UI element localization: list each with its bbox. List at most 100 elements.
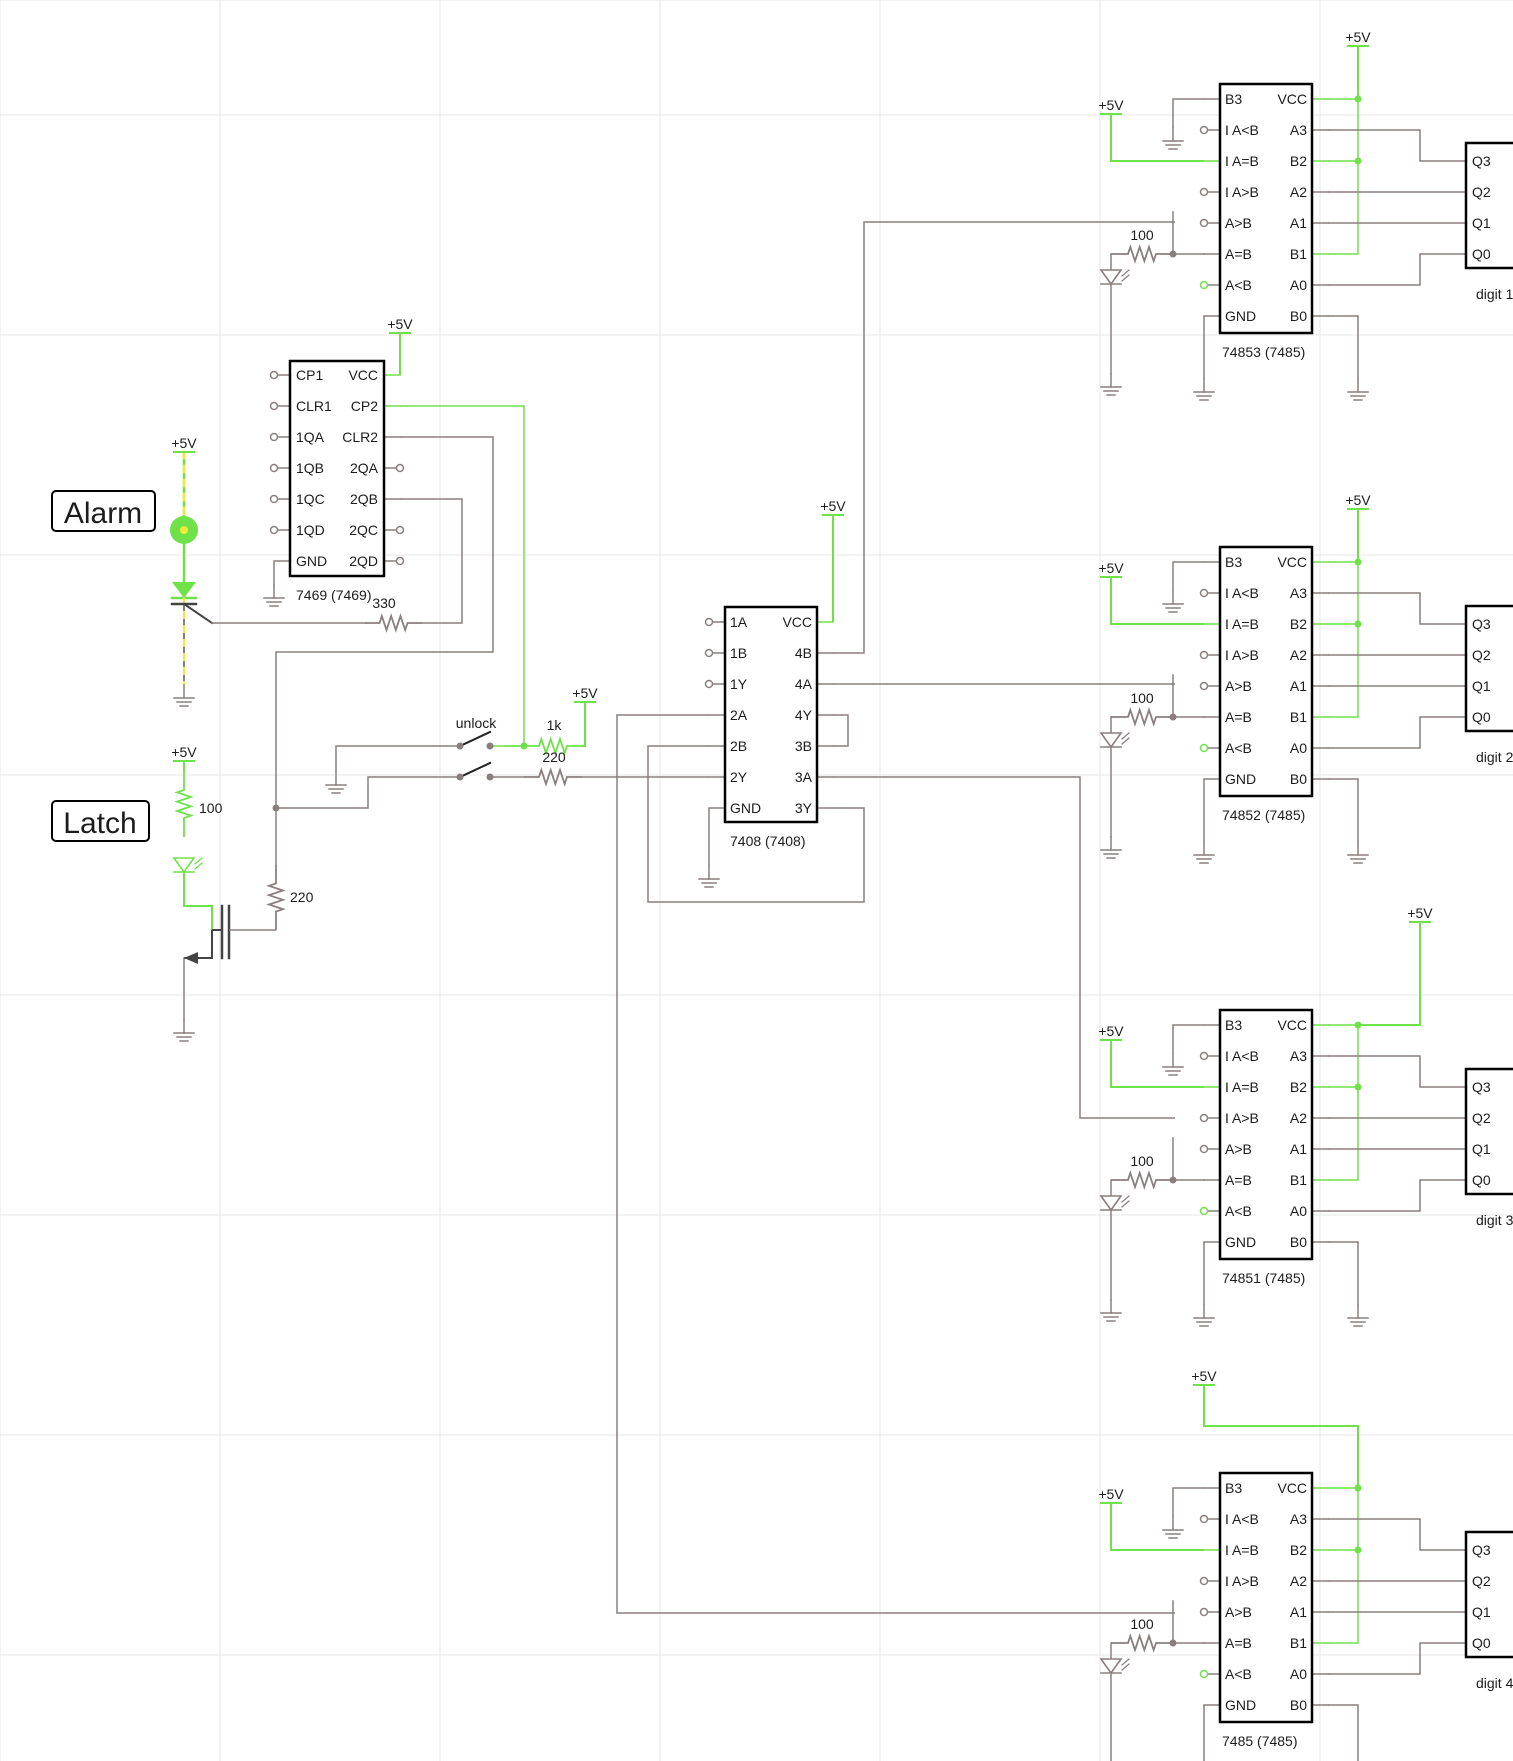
- pin-label: I A=B: [1225, 1079, 1259, 1095]
- b3-wire: [1172, 561, 1204, 591]
- supply-label: +5V: [1098, 1023, 1124, 1039]
- supply-label: +5V: [171, 435, 197, 451]
- led-ray: [1121, 1663, 1130, 1671]
- pin-unconnected: [1199, 650, 1209, 660]
- b0-wire: [1328, 778, 1359, 842]
- pin-label: 4B: [795, 645, 812, 661]
- pin-label: 3A: [795, 769, 813, 785]
- resistor-label: 330: [372, 595, 396, 611]
- ground-symbol: [325, 771, 347, 794]
- ia-eq-b-wire: [1110, 577, 1204, 625]
- b1-rail: [1328, 1025, 1359, 1181]
- pin-label: A>B: [1225, 215, 1252, 231]
- ground-symbol: [1347, 841, 1369, 864]
- b1-rail: [1328, 1488, 1359, 1644]
- pin-label: GND: [296, 553, 327, 569]
- pin-unconnected: [1199, 125, 1209, 135]
- labels: CP1CLR11QA1QB1QC1QDGNDVCCCP2CLR22QA2QB2Q…: [63, 29, 1513, 1749]
- pin-label: CP1: [296, 367, 323, 383]
- junction-dot: [1354, 558, 1362, 566]
- pin-label: A1: [1290, 678, 1307, 694]
- supply-wire: [1203, 1385, 1359, 1488]
- pin-label: A>B: [1225, 1141, 1252, 1157]
- pin-label: 1Y: [730, 676, 748, 692]
- led-ray: [194, 862, 203, 870]
- supply-wire: [582, 702, 586, 747]
- led-triangle: [1099, 1195, 1123, 1212]
- digit-block-2: [1464, 604, 1513, 733]
- pin-unconnected: [704, 679, 714, 689]
- pin-label: B0: [1290, 308, 1307, 324]
- pin-label: CLR2: [342, 429, 378, 445]
- resistor-zigzag: [1111, 707, 1173, 727]
- ground-symbol: [1100, 373, 1122, 396]
- arrow-icon: [172, 582, 196, 598]
- resistor-label: 100: [1130, 227, 1154, 243]
- pin-label: 2QA: [350, 460, 379, 476]
- pin-unconnected: [269, 370, 279, 380]
- digit-label: digit 1: [1476, 286, 1513, 302]
- a3-wire: [1328, 1518, 1466, 1551]
- junction-dot: [1354, 1083, 1362, 1091]
- switch-blade: [458, 761, 492, 779]
- pin-label: I A>B: [1225, 184, 1259, 200]
- pin-label: A1: [1290, 215, 1307, 231]
- resistor-220: [266, 865, 286, 930]
- b3-wire: [1172, 98, 1204, 128]
- pin-label: 2B: [730, 738, 747, 754]
- resistor-zigzag: [266, 865, 286, 930]
- pin-label: 1A: [730, 614, 748, 630]
- pin-unconnected: [1199, 1113, 1209, 1123]
- pin-label: B1: [1290, 246, 1307, 262]
- ia-eq-b-wire: [1110, 1040, 1204, 1088]
- pin-label: A<B: [1225, 1203, 1252, 1219]
- resistor-zigzag: [1111, 1170, 1173, 1190]
- pin-label: B3: [1225, 1017, 1242, 1033]
- latch-wire: [276, 776, 462, 809]
- a3-wire: [1328, 129, 1466, 162]
- resistor-label: 220: [290, 889, 314, 905]
- buzzer-center: [180, 526, 188, 534]
- pin-unconnected: [1199, 218, 1209, 228]
- pin-label: A=B: [1225, 1635, 1252, 1651]
- digit-pin-label: Q2: [1472, 647, 1491, 663]
- resistor-zigzag: [1111, 1633, 1173, 1653]
- chip-7408: [723, 605, 819, 824]
- a0-wire: [1328, 1179, 1466, 1212]
- junction-dot: [1354, 1021, 1362, 1029]
- junction-dot: [1354, 1484, 1362, 1492]
- pin-label: 2Y: [730, 769, 748, 785]
- pin-label: 2A: [730, 707, 748, 723]
- b1-rail: [1328, 562, 1359, 718]
- pin-label: 3Y: [795, 800, 813, 816]
- ground-symbol: [173, 684, 195, 707]
- pin-unconnected: [1199, 1051, 1209, 1061]
- latch-group: [51, 800, 198, 964]
- led-triangle: [1099, 1658, 1123, 1675]
- 4b-wire: [833, 221, 1175, 654]
- pin-label: B1: [1290, 1172, 1307, 1188]
- led-icon: [1099, 269, 1130, 286]
- pin-label: A2: [1290, 1573, 1307, 1589]
- led-triangle: [172, 857, 196, 874]
- pin-label: 3B: [795, 738, 812, 754]
- pin-label: A3: [1290, 1511, 1307, 1527]
- a0-wire: [1328, 1642, 1466, 1675]
- pin-output: [1199, 743, 1209, 753]
- pin-label: A2: [1290, 647, 1307, 663]
- ground-symbol: [1193, 1304, 1215, 1327]
- b1-rail: [1328, 99, 1359, 255]
- pin-label: I A<B: [1225, 1048, 1259, 1064]
- pin-unconnected: [269, 463, 279, 473]
- pin-label: 2QB: [350, 491, 378, 507]
- supply-label: +5V: [1345, 29, 1371, 45]
- pin-label: 1QB: [296, 460, 324, 476]
- resistor-zigzag: [1111, 244, 1173, 264]
- digit-pin-label: Q0: [1472, 246, 1491, 262]
- resistor-zigzag: [174, 771, 194, 837]
- switch-contact: [486, 773, 494, 781]
- pin-label: B1: [1290, 1635, 1307, 1651]
- ground-symbol: [1162, 127, 1184, 150]
- pin-label: A0: [1290, 277, 1307, 293]
